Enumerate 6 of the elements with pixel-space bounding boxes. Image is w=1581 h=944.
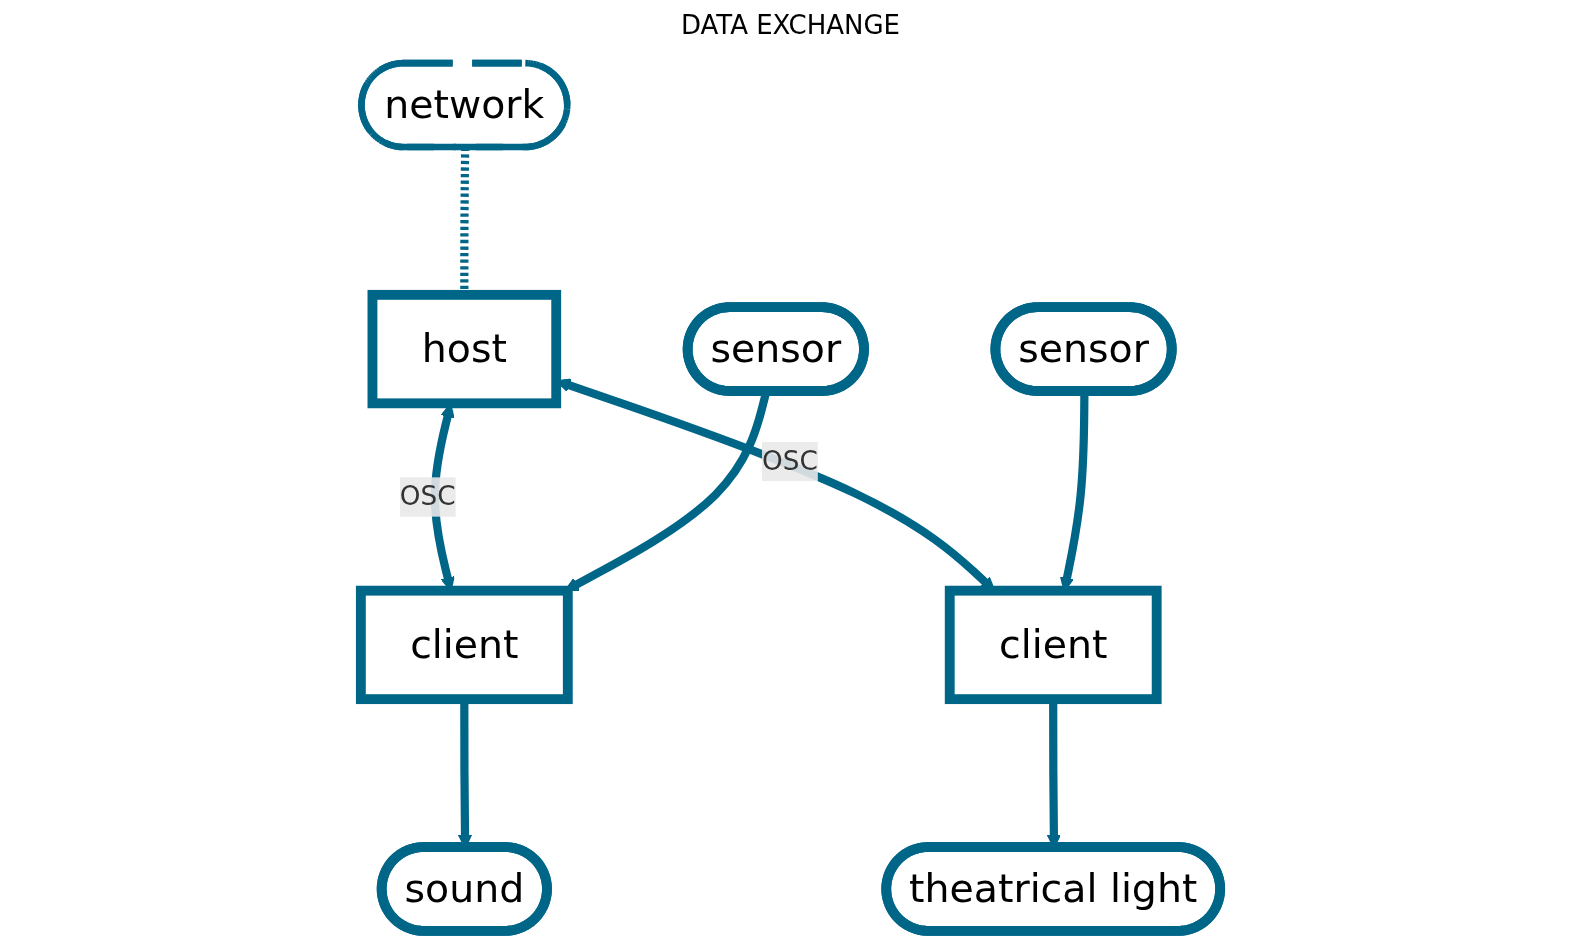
- node-box: host: [367, 289, 562, 409]
- node-box: client: [944, 585, 1162, 705]
- edge-label: OSC: [399, 480, 456, 512]
- edge-label: OSC: [762, 444, 818, 477]
- note-text: DATA EXCHANGE: [680, 10, 901, 40]
- node-box: client: [355, 585, 573, 705]
